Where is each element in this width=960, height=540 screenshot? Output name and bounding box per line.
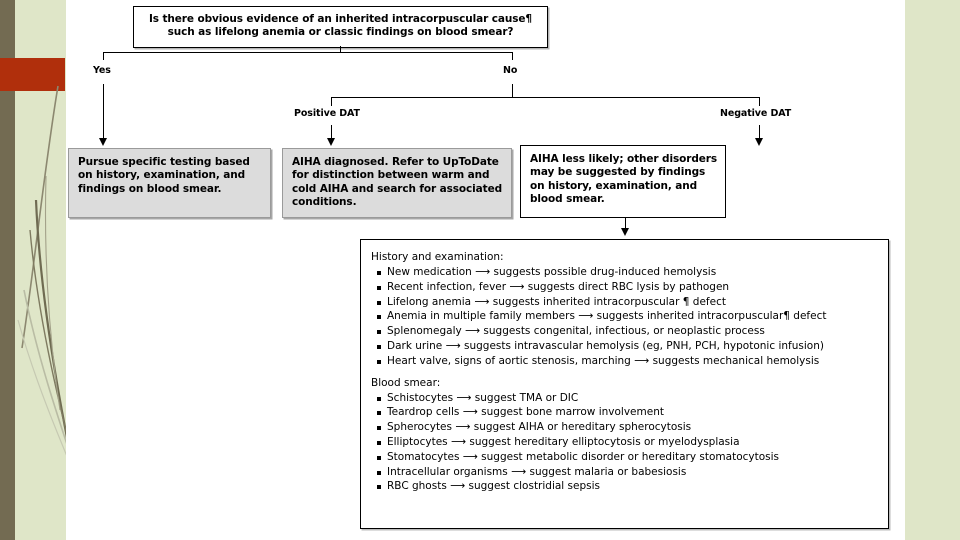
- connector-positive-dat-long: [331, 125, 332, 140]
- right-green-band: [905, 0, 960, 540]
- list-item: Heart valve, signs of aortic stenosis, m…: [377, 354, 876, 369]
- red-accent-block: [0, 58, 65, 91]
- outcome-text-aiha-less-likely: AIHA less likely; other disorders may be…: [530, 153, 717, 206]
- connector-negative-dat-long: [759, 125, 760, 140]
- arrow-to-aiha-less-likely: [755, 138, 763, 146]
- question-line-1: Is there obvious evidence of an inherite…: [148, 13, 532, 25]
- connector-to-detail-panel: [625, 218, 626, 231]
- detail-panel-section1-title: History and examination:: [371, 251, 504, 263]
- connector-no-to-dat-bar: [512, 84, 513, 98]
- connector-negative-dat-drop: [759, 97, 760, 106]
- list-item: Spherocytes ⟶ suggest AIHA or hereditary…: [377, 420, 876, 435]
- list-item: Stomatocytes ⟶ suggest metabolic disorde…: [377, 450, 876, 465]
- connector-question-stem: [340, 46, 341, 53]
- slide-content-area: Is there obvious evidence of an inherite…: [66, 0, 905, 540]
- arrow-to-pursue-testing: [99, 138, 107, 146]
- list-item: Intracellular organisms ⟶ suggest malari…: [377, 465, 876, 480]
- edge-label-no: No: [503, 65, 518, 76]
- list-item: Lifelong anemia ⟶ suggests inherited int…: [377, 295, 876, 310]
- connector-no-drop-short: [512, 52, 513, 60]
- list-item: New medication ⟶ suggests possible drug-…: [377, 265, 876, 280]
- list-item: Schistocytes ⟶ suggest TMA or DIC: [377, 391, 876, 406]
- edge-label-negative-dat: Negative DAT: [720, 108, 792, 119]
- connector-positive-dat-drop: [331, 97, 332, 106]
- connector-dat-split-bar: [331, 97, 759, 98]
- detail-panel-section1-list: New medication ⟶ suggests possible drug-…: [371, 265, 876, 369]
- outcome-box-aiha-less-likely: AIHA less likely; other disorders may be…: [520, 145, 726, 218]
- connector-yes-no-bar: [103, 52, 512, 53]
- arrow-to-detail-panel: [621, 228, 629, 236]
- list-item: Anemia in multiple family members ⟶ sugg…: [377, 309, 876, 324]
- list-item: Recent infection, fever ⟶ suggests direc…: [377, 280, 876, 295]
- outcome-box-pursue-testing: Pursue specific testing based on history…: [68, 148, 271, 218]
- edge-label-yes: Yes: [93, 65, 111, 76]
- connector-yes-long: [103, 84, 104, 140]
- list-item: Dark urine ⟶ suggests intravascular hemo…: [377, 339, 876, 354]
- list-item: Teardrop cells ⟶ suggest bone marrow inv…: [377, 405, 876, 420]
- list-item: Elliptocytes ⟶ suggest hereditary ellipt…: [377, 435, 876, 450]
- detail-panel: History and examination: New medication …: [360, 239, 889, 529]
- question-box: Is there obvious evidence of an inherite…: [133, 6, 548, 48]
- edge-label-positive-dat: Positive DAT: [294, 108, 360, 119]
- left-olive-band: [0, 0, 15, 540]
- outcome-text-pursue-testing: Pursue specific testing based on history…: [78, 156, 250, 195]
- list-item: RBC ghosts ⟶ suggest clostridial sepsis: [377, 479, 876, 494]
- connector-yes-drop-short: [103, 52, 104, 60]
- question-line-2: such as lifelong anemia or classic findi…: [167, 26, 514, 39]
- list-item: Splenomegaly ⟶ suggests congenital, infe…: [377, 324, 876, 339]
- detail-panel-section2-list: Schistocytes ⟶ suggest TMA or DIC Teardr…: [371, 391, 876, 495]
- detail-panel-section2-title: Blood smear:: [371, 376, 441, 389]
- outcome-text-aiha-diagnosed: AIHA diagnosed. Refer to UpToDate for di…: [292, 156, 503, 209]
- outcome-box-aiha-diagnosed: AIHA diagnosed. Refer to UpToDate for di…: [282, 148, 512, 218]
- arrow-to-aiha-diagnosed: [327, 138, 335, 146]
